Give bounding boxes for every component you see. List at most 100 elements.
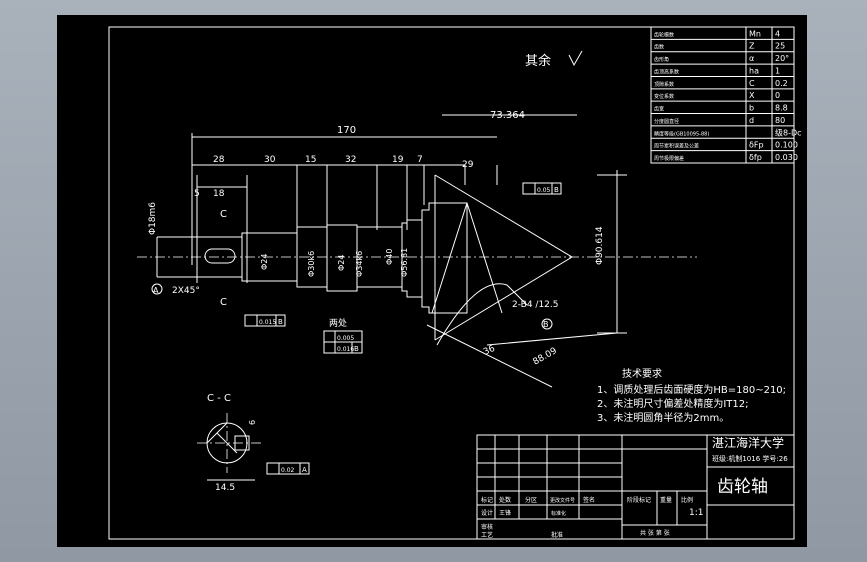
param-val: 0 [775, 91, 780, 100]
dia-30k6: Φ30k6 [307, 251, 316, 277]
section-cc-view: 0.02 A [197, 413, 310, 481]
dim-dia90: Φ90.614 [595, 226, 605, 265]
dim-73364: 73.364 [490, 110, 525, 121]
datum-b: B [543, 320, 549, 329]
param-val: 1 [775, 66, 780, 75]
dim-19: 19 [392, 155, 404, 165]
param-name: 周节极限偏差 [654, 155, 684, 162]
param-val: 级8-Dc [775, 127, 802, 137]
param-name: 齿形角 [654, 56, 669, 63]
param-sym: X [749, 91, 755, 100]
dimension-lines [191, 114, 577, 283]
param-sym: Mn [749, 29, 761, 38]
param-val: 20° [775, 54, 789, 63]
drawing-sheet: 齿轮模数 Mn 4 齿数 Z 25 齿形角 α 20° 齿顶高系数 ha 1 顶隙系数 C 0.2 变位系数 X… [57, 15, 807, 547]
param-name: 齿顶高系数 [654, 68, 679, 75]
tb-sign: 签名 [583, 496, 595, 504]
param-val: 0.030 [775, 153, 798, 162]
dia-24a: Φ24 [260, 254, 269, 270]
key-depth: 14.5 [215, 483, 235, 493]
svg-text:B: B [354, 345, 359, 353]
tolerance-frame-1: 0.05 B [522, 182, 562, 195]
tb-designer: 王锋 [499, 509, 511, 517]
param-name: 齿数 [654, 44, 664, 51]
tb-change: 更改文件号 [550, 497, 575, 504]
param-val: 0.2 [775, 79, 788, 88]
dim-30: 30 [264, 155, 276, 165]
param-sym: δfp [749, 153, 762, 162]
dim-18: 18 [213, 189, 225, 199]
title-block [476, 434, 795, 540]
param-sym: α [749, 54, 754, 63]
svg-text:0.05: 0.05 [537, 187, 551, 194]
param-sym: Z [749, 42, 755, 51]
datum-a: A [153, 286, 159, 295]
svg-text:B: B [554, 186, 559, 194]
school-name: 湛江海洋大学 [712, 435, 784, 450]
part-name: 齿轮轴 [717, 477, 768, 497]
param-name: 齿轮模数 [654, 31, 674, 38]
param-val: 0.100 [775, 141, 798, 150]
svg-text:0.02: 0.02 [281, 467, 295, 474]
class-info: 班级:机制1016 学号:26 [712, 454, 788, 463]
tech-item-3: 3、未注明圆角半径为2mm。 [597, 411, 729, 424]
tb-process: 工艺 [481, 531, 493, 539]
svg-text:0.016: 0.016 [337, 346, 354, 353]
param-val: 80 [775, 116, 785, 125]
tb-ratio: 比例 [681, 496, 693, 504]
key-width: 6 [248, 420, 257, 425]
dia-56: Φ56.81 [400, 248, 409, 277]
svg-text:A: A [302, 466, 307, 474]
tb-weight: 重量 [660, 496, 672, 504]
param-name: 分度圆直径 [654, 118, 679, 125]
surface-note: 其余 [525, 53, 551, 69]
tb-design-label: 设计 [481, 509, 493, 517]
svg-text:0.015: 0.015 [259, 319, 276, 326]
tb-review: 审核 [481, 523, 493, 531]
drawing-frame [108, 26, 795, 540]
section-cc-title: C - C [207, 393, 231, 404]
param-val: 4 [775, 29, 780, 38]
svg-text:0.005: 0.005 [337, 335, 354, 342]
dim-5: 5 [194, 189, 200, 199]
section-c-bottom: C [220, 297, 227, 308]
param-sym: b [749, 104, 754, 113]
dia-34k6: Φ34k6 [355, 251, 364, 277]
tb-std: 标准化 [551, 510, 566, 517]
taper-note: 2-B4 /12.5 [512, 300, 559, 310]
dim-32: 32 [345, 155, 356, 165]
dia-18m6: Φ18m6 [148, 202, 158, 235]
param-name: 精度等级(GB10095-88) [654, 130, 709, 137]
param-sym: C [749, 79, 755, 88]
param-sym: ha [749, 66, 759, 75]
dia-40: Φ40 [385, 249, 394, 265]
tolerance-frame-3: 0.005 0.016 B [323, 330, 363, 354]
param-name: 顶隙系数 [654, 81, 674, 88]
roughness-symbol [568, 50, 583, 67]
param-name: 变位系数 [654, 93, 674, 100]
param-sym: d [749, 116, 754, 125]
param-name: 周节累积误差及公差 [654, 143, 699, 150]
svg-text:B: B [278, 318, 283, 326]
param-val: 8.8 [775, 104, 788, 113]
tb-approve: 批准 [551, 531, 563, 539]
section-c-top: C [220, 209, 227, 220]
dim-28: 28 [213, 155, 225, 165]
tb-count: 处数 [499, 496, 511, 504]
dim-15: 15 [305, 155, 316, 165]
param-val: 25 [775, 42, 785, 51]
dia-24b: Φ24 [337, 255, 346, 271]
tech-item-1: 1、调质处理后齿面硬度为HB=180~210; [597, 383, 786, 396]
tech-title: 技术要求 [622, 367, 662, 380]
datum-a-circle [151, 283, 163, 295]
gear-parameter-table: 齿轮模数 Mn 4 齿数 Z 25 齿形角 α 20° 齿顶高系数 ha 1 顶隙系数 C 0.2 变位系数 X… [650, 26, 802, 164]
param-name: 齿宽 [654, 106, 664, 113]
tb-zone: 分区 [525, 496, 537, 504]
dim-170: 170 [337, 125, 356, 136]
drawing-canvas: 齿轮模数 Mn 4 齿数 Z 25 齿形角 α 20° 齿顶高系数 ha 1 顶隙系数 C 0.2 变位系数 X… [108, 26, 802, 540]
tb-sheets: 共 张 第 张 [640, 529, 670, 537]
chamfer-label: 2X45° [172, 286, 200, 296]
shaft-outline [137, 202, 697, 314]
scale-value: 1:1 [689, 508, 703, 518]
